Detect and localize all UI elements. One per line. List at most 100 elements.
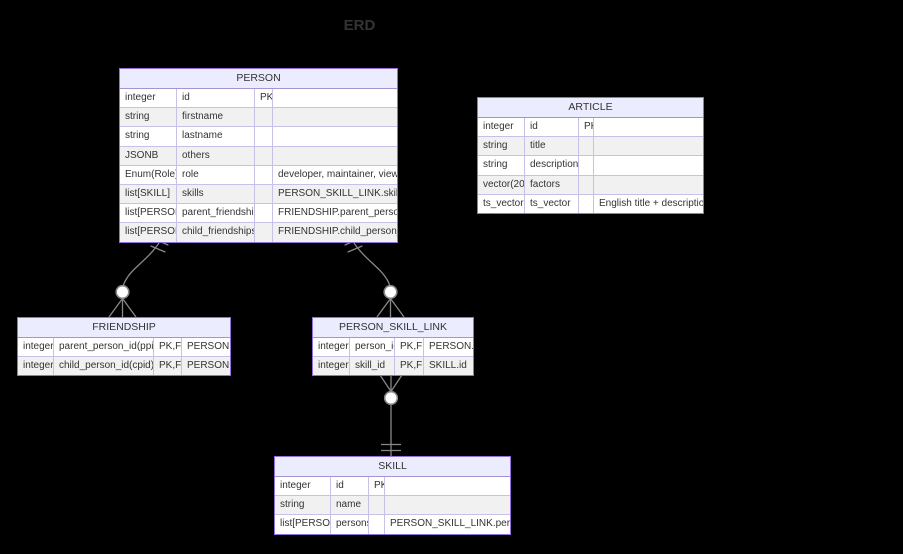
attr-key bbox=[578, 137, 593, 156]
attr-comment bbox=[272, 146, 397, 165]
crow-foot-leg bbox=[389, 298, 405, 318]
attr-comment bbox=[272, 127, 397, 146]
attr-name: person_id bbox=[349, 338, 394, 357]
attr-name: persons bbox=[330, 515, 368, 534]
entity-name: FRIENDSHIP bbox=[18, 318, 230, 338]
attr-comment: FRIENDSHIP.parent_person_id bbox=[272, 204, 397, 223]
attr-comment bbox=[384, 477, 510, 496]
attr-name: id bbox=[176, 89, 254, 108]
attribute-row: vector(20)factors bbox=[478, 174, 703, 194]
attribute-row: Enum(Role)role developer, maintainer, vie… bbox=[120, 164, 397, 184]
diagram-title: ERD bbox=[343, 17, 376, 34]
entity-article: ARTICLEintegeridPKstringtitlestringdescr… bbox=[477, 97, 704, 214]
attr-type: ts_vector bbox=[483, 197, 524, 209]
attr-comment: developer, maintainer, viewer bbox=[272, 165, 397, 184]
attr-type: list[PERSON] bbox=[280, 518, 330, 530]
attr-name: others bbox=[176, 146, 254, 165]
attr-name: firstname bbox=[176, 108, 254, 127]
attr-comment bbox=[593, 175, 703, 194]
attr-comment: English title + description bbox=[593, 194, 703, 213]
attribute-row: string title bbox=[478, 136, 703, 156]
attr-type: string bbox=[125, 111, 150, 123]
attr-type: JSONB bbox=[125, 149, 159, 161]
attr-key: PK bbox=[578, 118, 593, 137]
attr-name: child_person_id(cpid) bbox=[53, 357, 153, 376]
attr-type: list[PERSON] bbox=[125, 207, 176, 219]
attr-name: title bbox=[524, 137, 578, 156]
entity-name: PERSON_SKILL_LINK bbox=[313, 318, 473, 338]
attr-type: integer bbox=[23, 360, 53, 372]
zero-circle bbox=[383, 284, 398, 300]
relationship-skill-person-skill-link bbox=[377, 371, 405, 456]
attr-key: PK,FK bbox=[394, 357, 423, 376]
crow-foot-leg bbox=[376, 298, 392, 318]
attribute-row: JSONB others bbox=[120, 145, 397, 165]
attribute-row: string lastname bbox=[120, 126, 397, 146]
attr-key bbox=[368, 515, 384, 534]
attribute-row: string firstname bbox=[120, 107, 397, 127]
attr-type: Enum(Role) bbox=[125, 168, 176, 180]
attr-type: string bbox=[280, 499, 305, 511]
attribute-row: list[PERSON]persons PERSON_SKILL_LINK.per… bbox=[275, 514, 510, 534]
attr-name: id bbox=[330, 477, 368, 496]
attr-comment bbox=[593, 137, 703, 156]
attr-comment bbox=[272, 89, 397, 108]
attribute-row: integeridPK bbox=[478, 118, 703, 137]
attr-type: integer bbox=[483, 121, 514, 132]
attr-type: integer bbox=[318, 360, 349, 372]
attr-name: role bbox=[176, 165, 254, 184]
attr-comment: FRIENDSHIP.child_person_id bbox=[272, 223, 397, 242]
attr-key: PK,FK bbox=[394, 338, 423, 357]
attr-key bbox=[254, 204, 272, 223]
attr-key: PK bbox=[254, 89, 272, 108]
attr-type: string bbox=[483, 140, 508, 152]
attr-name: skill_id bbox=[349, 357, 394, 376]
attr-key bbox=[578, 194, 593, 213]
attr-key bbox=[254, 127, 272, 146]
attr-type: string bbox=[483, 159, 508, 171]
attr-type: list[PERSON] bbox=[125, 226, 176, 238]
entity-person-skill-link: PERSON_SKILL_LINKintegerperson_idPK,FKPE… bbox=[312, 317, 474, 377]
attr-key: PK,FK bbox=[153, 357, 181, 376]
attr-key bbox=[254, 184, 272, 204]
attribute-row: list[PERSON]parent_friendships FRIENDSHIP… bbox=[120, 203, 397, 223]
attr-comment: PERSON.id bbox=[181, 357, 230, 376]
attr-comment: PERSON.id bbox=[181, 338, 230, 357]
exactly-one-tick bbox=[347, 245, 363, 253]
attr-type: vector(20) bbox=[483, 178, 524, 190]
attribute-row: list[PERSON]child_friendshipsFRIENDSHIP.… bbox=[120, 222, 397, 242]
attr-key bbox=[254, 108, 272, 127]
exactly-one-tick bbox=[150, 245, 166, 253]
attr-comment: PERSON.id bbox=[423, 338, 473, 357]
attr-key bbox=[578, 156, 593, 175]
zero-circle bbox=[115, 284, 130, 300]
attr-key bbox=[368, 496, 384, 515]
attr-comment: PERSON_SKILL_LINK.person_id bbox=[384, 515, 510, 534]
attr-name: description bbox=[524, 156, 578, 175]
attr-type: integer bbox=[23, 341, 53, 352]
attr-key bbox=[254, 223, 272, 242]
attr-type: integer bbox=[280, 480, 311, 491]
attr-key bbox=[254, 146, 272, 165]
attr-key: PK bbox=[368, 477, 384, 496]
entity-name: PERSON bbox=[120, 69, 397, 89]
attr-type: list[SKILL] bbox=[125, 187, 171, 199]
attr-type: string bbox=[125, 130, 150, 142]
attr-name: parent_person_id(ppid) bbox=[53, 338, 153, 357]
attr-type: integer bbox=[125, 92, 156, 103]
attr-name: parent_friendships bbox=[176, 204, 254, 223]
entity-skill: SKILLintegeridPKstringnamelist[PERSON]pe… bbox=[274, 456, 511, 535]
attr-comment bbox=[384, 496, 510, 515]
crow-foot-leg bbox=[121, 298, 137, 318]
attr-name: lastname bbox=[176, 127, 254, 146]
attr-comment: SKILL.id bbox=[423, 357, 473, 376]
